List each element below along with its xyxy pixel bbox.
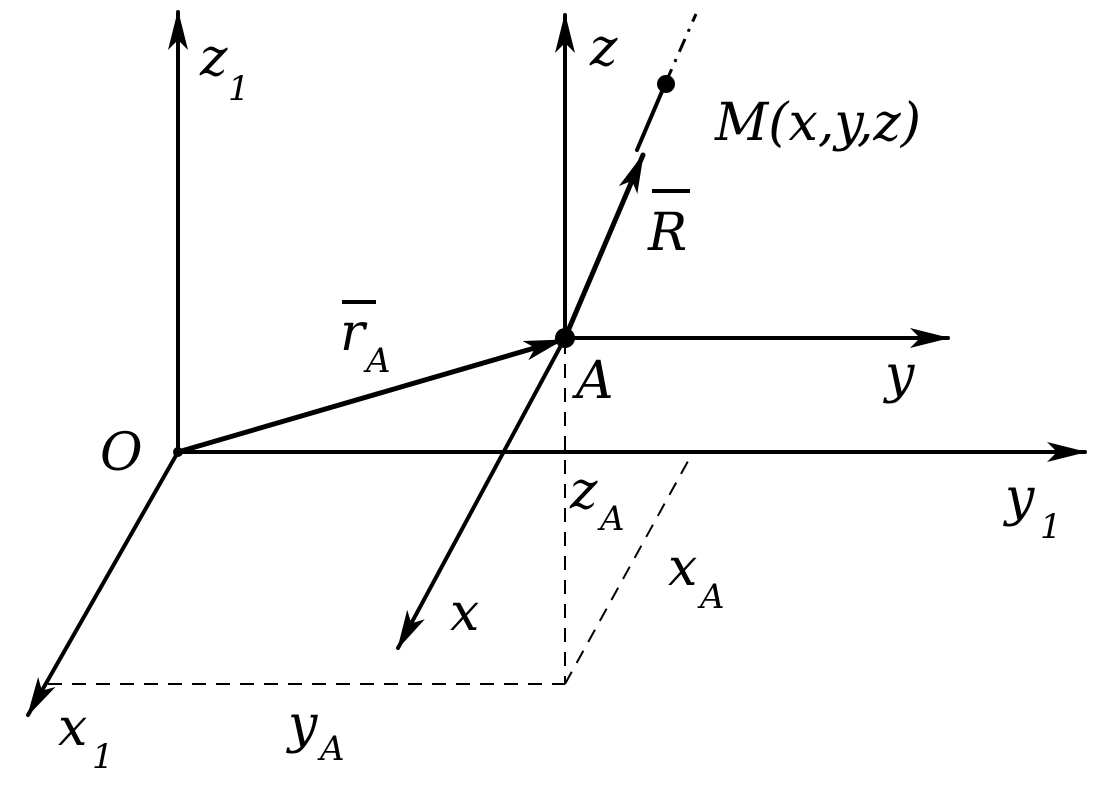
- line-extension: [664, 13, 698, 83]
- label-z: z: [589, 18, 618, 78]
- label-y1: y: [1003, 468, 1035, 528]
- projection-xA: [564, 453, 693, 685]
- label-x: x: [450, 583, 479, 643]
- label-xA: x: [668, 538, 697, 598]
- label-r-sub: A: [363, 341, 391, 381]
- point-M: [657, 75, 675, 93]
- label-y1-sub: 1: [1040, 507, 1062, 547]
- label-zA: z: [569, 461, 598, 521]
- label-zA-sub: A: [597, 499, 625, 539]
- vector-rA: [175, 337, 565, 455]
- x1-axis: [26, 450, 180, 717]
- label-r: r: [340, 303, 368, 363]
- x-axis: [396, 336, 567, 650]
- label-A: A: [572, 351, 614, 411]
- label-z1-sub: 1: [228, 69, 250, 109]
- point-A: [555, 328, 575, 348]
- point-O: [173, 447, 183, 457]
- label-x1: x: [58, 698, 87, 758]
- label-xA-sub: A: [697, 577, 725, 617]
- label-x1-sub: 1: [92, 737, 114, 777]
- label-M: M(x,y,z): [714, 93, 921, 153]
- label-R: R: [647, 203, 687, 263]
- label-z1: z: [199, 28, 228, 88]
- label-yA: y: [286, 695, 318, 755]
- label-O: O: [100, 423, 143, 483]
- vector-R: [562, 152, 646, 341]
- label-yA-sub: A: [317, 729, 345, 769]
- line-to-M: [635, 80, 668, 152]
- label-y: y: [883, 345, 915, 405]
